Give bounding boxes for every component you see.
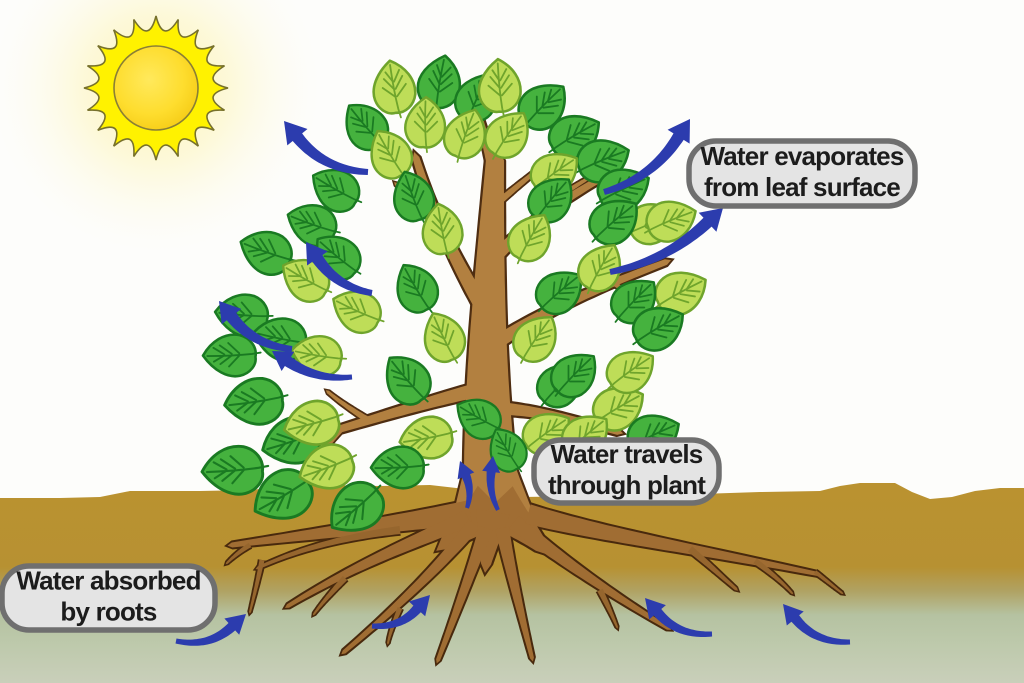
svg-text:through plant: through plant xyxy=(548,470,706,500)
svg-text:Water travels: Water travels xyxy=(551,439,703,469)
svg-text:by roots: by roots xyxy=(60,596,157,626)
svg-text:from leaf surface: from leaf surface xyxy=(704,172,900,202)
svg-text:Water evaporates: Water evaporates xyxy=(701,141,904,171)
svg-text:Water absorbed: Water absorbed xyxy=(16,565,200,595)
